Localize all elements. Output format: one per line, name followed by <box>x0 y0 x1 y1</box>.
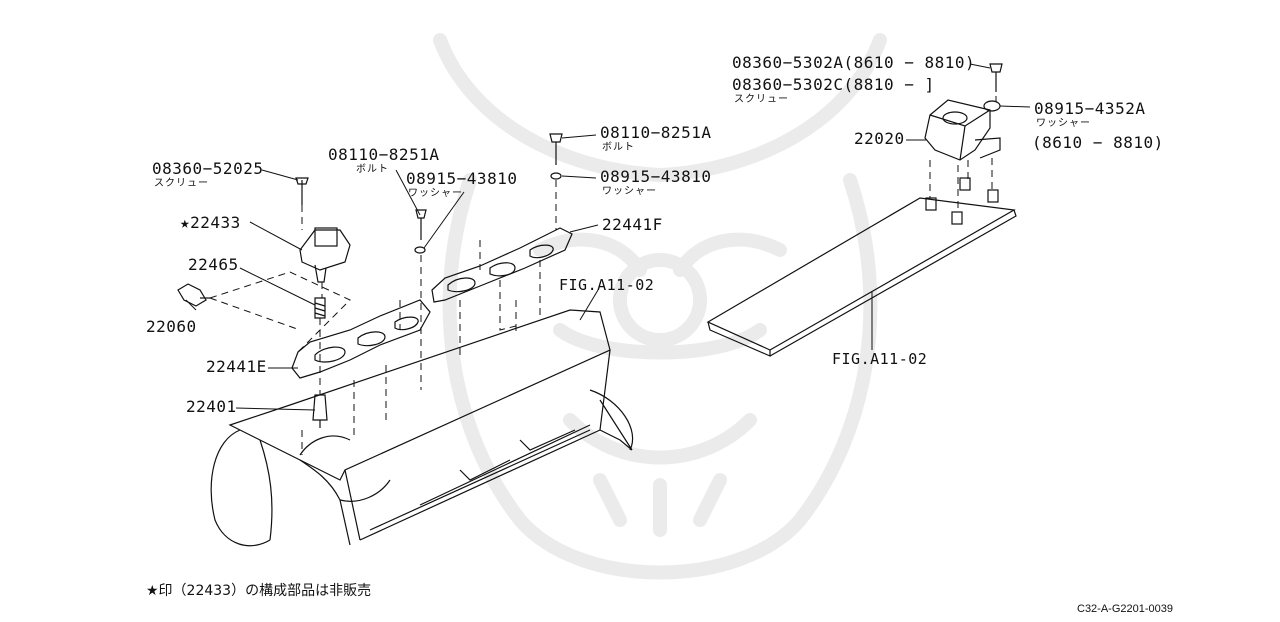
mounting-plate <box>706 177 1017 357</box>
label-22441F: 22441F <box>602 215 663 234</box>
label-22401: 22401 <box>186 397 237 416</box>
leader-lines-left <box>185 134 599 411</box>
label-fig-a11-02-left: FIG.A11-02 <box>559 276 655 294</box>
spring-22465 <box>314 297 326 319</box>
label-screw-2: スクリュー <box>734 94 789 105</box>
label-22060: 22060 <box>146 317 197 336</box>
label-range-8610-8810: (8610 − 8810) <box>1032 133 1164 152</box>
engine-head <box>210 309 634 547</box>
label-bolt-a: ボルト <box>356 164 389 175</box>
label-bolt-b: ボルト <box>602 142 635 153</box>
label-screw-1: スクリュー <box>154 178 209 189</box>
label-08915-b: 08915−43810 <box>600 167 712 186</box>
bolt-08110-b <box>549 133 563 180</box>
sensor-22060 <box>177 283 210 307</box>
label-08360-5302A: 08360−5302A(8610 − 8810) <box>732 53 976 72</box>
bolt-08110-a <box>414 209 427 254</box>
gasket-22441E <box>291 299 431 379</box>
ignition-coil-22433 <box>295 177 351 283</box>
diagram-code: C32-A-G2201-0039 <box>1077 603 1174 615</box>
dashed-lines-left <box>209 180 557 455</box>
label-fig-a11-02-right: FIG.A11-02 <box>832 350 928 368</box>
leader-lines-right <box>871 63 1031 350</box>
module-22020 <box>924 63 1003 161</box>
label-22433: ★22433 <box>180 213 241 232</box>
label-08915-a: 08915−43810 <box>406 169 518 188</box>
label-22465: 22465 <box>188 255 239 274</box>
label-22441E: 22441E <box>206 357 267 376</box>
label-22020: 22020 <box>854 129 905 148</box>
label-washer-a: ワッシャー <box>408 188 463 199</box>
spark-plug-22401 <box>312 394 328 428</box>
gasket-22441F <box>431 227 573 303</box>
dashed-lines-right <box>929 96 997 212</box>
footnote: ★印（22433）の構成部品は非販売 <box>146 583 372 599</box>
label-08110-b: 08110−8251A <box>600 123 712 142</box>
label-08360-52025: 08360−52025 <box>152 159 264 178</box>
watermark-emblem <box>433 33 887 580</box>
label-08360-5302C: 08360−5302C(8810 − ] <box>732 75 935 94</box>
label-washer-b: ワッシャー <box>602 186 657 197</box>
label-washer-c: ワッシャー <box>1036 118 1091 129</box>
label-08110-a: 08110−8251A <box>328 145 440 164</box>
label-08915-4352A: 08915−4352A <box>1034 99 1146 118</box>
